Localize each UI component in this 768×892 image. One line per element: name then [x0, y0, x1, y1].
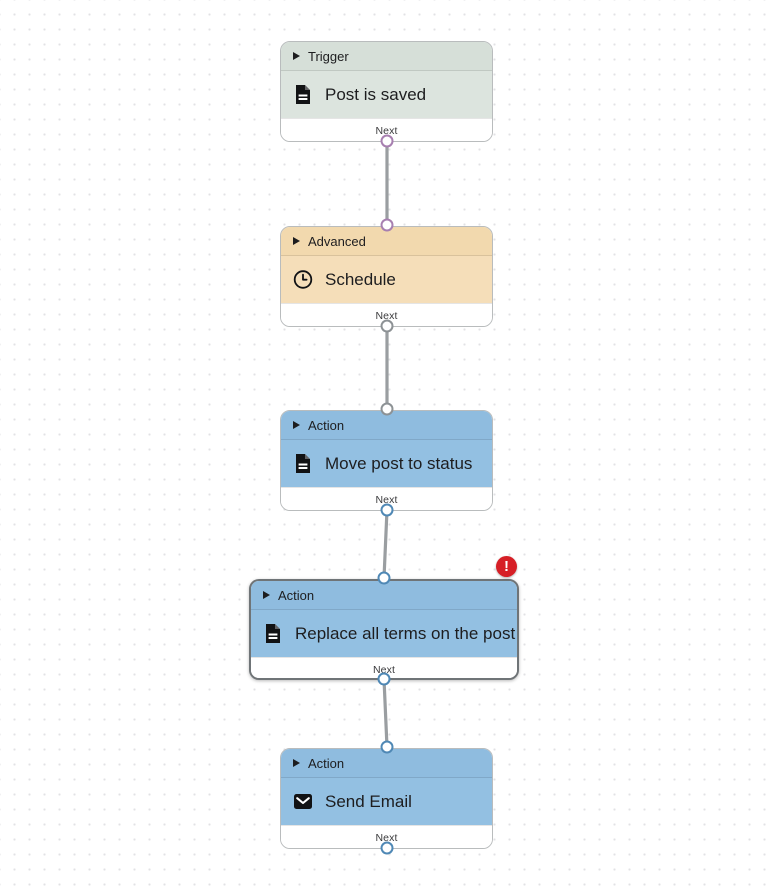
node-body[interactable]: Move post to status: [281, 440, 492, 487]
port-out-advanced[interactable]: [380, 319, 394, 333]
node-body[interactable]: Replace all terms on the post: [251, 610, 517, 657]
node-footer-next[interactable]: Next: [281, 303, 492, 326]
port-in-move-post[interactable]: [380, 402, 394, 416]
node-header[interactable]: Action: [281, 749, 492, 778]
disclosure-triangle-icon[interactable]: [293, 421, 300, 429]
mail-icon: [294, 794, 312, 809]
port-out-replace-terms[interactable]: [377, 672, 391, 686]
error-icon[interactable]: !: [496, 556, 517, 577]
next-label: Next: [375, 831, 398, 844]
document-icon: [296, 454, 310, 473]
node-header[interactable]: Advanced: [281, 227, 492, 256]
next-label: Next: [375, 124, 398, 137]
disclosure-triangle-icon[interactable]: [263, 591, 270, 599]
edge-replace-terms-to-send-email[interactable]: [382, 677, 389, 749]
disclosure-triangle-icon[interactable]: [293, 52, 300, 60]
node-category-label: Trigger: [308, 48, 349, 64]
port-out-send-email[interactable]: [380, 841, 394, 855]
node-title: Post is saved: [325, 84, 427, 104]
next-label: Next: [373, 663, 395, 676]
clock-icon: [293, 270, 313, 289]
document-icon: [296, 85, 310, 104]
port-out-trigger[interactable]: [380, 134, 394, 148]
node-footer-next[interactable]: Next: [281, 487, 492, 510]
node-title: Replace all terms on the post: [295, 623, 516, 643]
node-body[interactable]: Schedule: [281, 256, 492, 303]
next-label: Next: [375, 493, 398, 506]
node-footer-next[interactable]: Next: [251, 657, 517, 678]
node-header[interactable]: Action: [281, 411, 492, 440]
port-in-replace-terms[interactable]: [377, 571, 391, 585]
node-body[interactable]: Post is saved: [281, 71, 492, 118]
edge-move-post-to-replace-terms[interactable]: [382, 508, 389, 580]
node-category-label: Advanced: [308, 233, 366, 249]
port-in-advanced[interactable]: [380, 218, 394, 232]
document-icon: [266, 624, 280, 643]
node-footer-next[interactable]: Next: [281, 825, 492, 848]
node-title: Send Email: [325, 791, 412, 811]
port-in-send-email[interactable]: [380, 740, 394, 754]
node-category-label: Action: [278, 587, 315, 603]
node-footer-next[interactable]: Next: [281, 118, 492, 141]
node-body[interactable]: Send Email: [281, 778, 492, 825]
port-out-move-post[interactable]: [380, 503, 394, 517]
disclosure-triangle-icon[interactable]: [293, 759, 300, 767]
node-category-label: Action: [308, 417, 345, 433]
node-header[interactable]: Trigger: [281, 42, 492, 71]
node-title: Move post to status: [325, 453, 473, 473]
disclosure-triangle-icon[interactable]: [293, 237, 300, 245]
node-title: Schedule: [325, 269, 396, 289]
next-label: Next: [375, 309, 398, 322]
node-header[interactable]: Action: [251, 581, 517, 610]
node-category-label: Action: [308, 755, 345, 771]
